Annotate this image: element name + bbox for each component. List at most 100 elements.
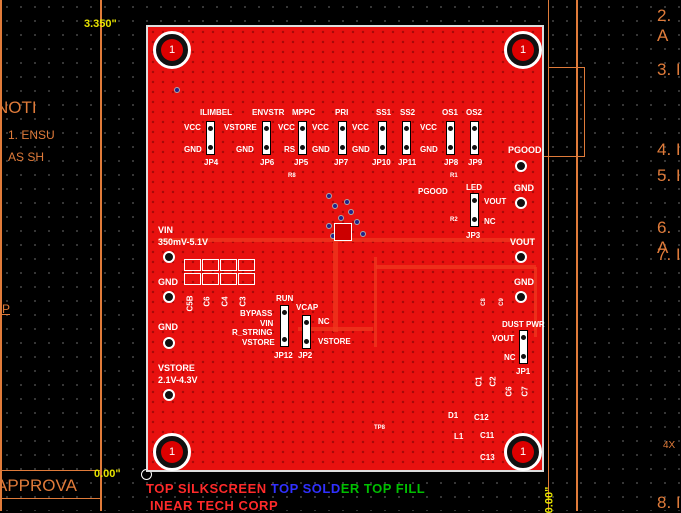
via xyxy=(360,231,366,237)
label-pgood: PGOOD xyxy=(508,145,542,155)
trace-right-lower xyxy=(534,267,537,337)
cap-3b xyxy=(220,273,237,285)
label-vstore-jp2: VSTORE xyxy=(318,337,351,346)
label-run: RUN xyxy=(276,294,294,303)
label-gnd-2: GND xyxy=(236,145,254,154)
ref-jp8: JP8 xyxy=(444,158,459,167)
header-jp1[interactable] xyxy=(519,330,528,364)
ref-jp11: JP11 xyxy=(398,158,417,167)
approval-box-bottom xyxy=(0,498,100,499)
note-r8: 8. I xyxy=(657,493,681,512)
cap-1b xyxy=(184,273,201,285)
jumper-name-pri: PRI xyxy=(335,108,349,117)
label-gnd-5: GND xyxy=(420,145,438,154)
note-r4: 4. I xyxy=(657,140,681,159)
label-gnd-1: GND xyxy=(184,145,202,154)
label-gnd-left-2: GND xyxy=(158,322,178,332)
ref-c12: C12 xyxy=(474,413,489,422)
label-vout-jp1: VOUT xyxy=(492,334,515,343)
testpoint-gnd-right-1[interactable] xyxy=(515,197,527,209)
dim-top: 3.350" xyxy=(84,18,117,30)
ref-jp2: JP2 xyxy=(298,351,313,360)
ref-c1: C1 xyxy=(474,376,484,387)
header-jp9[interactable] xyxy=(470,121,479,155)
jumper-name-envstr: ENVSTR xyxy=(252,108,285,117)
approval-label: APPROVA xyxy=(0,476,77,495)
label-rs: RS xyxy=(284,145,296,154)
label-gnd-right-2: GND xyxy=(514,277,534,287)
header-jp7[interactable] xyxy=(338,121,347,155)
label-vcc-2: VCC xyxy=(278,123,295,132)
note-4x: 4X xyxy=(663,440,676,451)
label-nc-jp3: NC xyxy=(484,217,496,226)
frame-line-left xyxy=(100,0,102,511)
ref-tp8: TP8 xyxy=(374,425,386,431)
bracket-bottom xyxy=(510,156,585,157)
testpoint-gnd-right-2[interactable] xyxy=(515,291,527,303)
header-jp11[interactable] xyxy=(402,121,411,155)
jumper-name-ss1: SS1 xyxy=(376,108,392,117)
header-jp6[interactable] xyxy=(262,121,271,155)
label-vin-jp12: VIN xyxy=(260,319,274,328)
note-r7: 7. I xyxy=(657,245,681,264)
cap-2b xyxy=(202,273,219,285)
cap-4b xyxy=(238,273,255,285)
ref-d1: D1 xyxy=(448,411,459,420)
trace-vout xyxy=(376,265,536,269)
bracket-vertical xyxy=(584,67,585,156)
testpoint-gnd-left-2[interactable] xyxy=(163,337,175,349)
header-jp3[interactable] xyxy=(470,193,479,227)
ref-c13: C13 xyxy=(480,453,495,462)
header-jp5[interactable] xyxy=(298,121,307,155)
label-pgood-small: PGOOD xyxy=(418,187,448,196)
mounting-hole-bottom-right: 1 xyxy=(504,433,542,471)
ref-jp6: JP6 xyxy=(260,158,275,167)
cap-2a xyxy=(202,259,219,271)
label-vstore-top: VSTORE xyxy=(224,123,257,132)
note-r5: 5. I xyxy=(657,166,681,185)
via xyxy=(326,193,332,199)
via xyxy=(332,203,338,209)
testpoint-gnd-left-1[interactable] xyxy=(163,291,175,303)
copper-fill xyxy=(148,27,542,470)
testpoint-vstore[interactable] xyxy=(163,389,175,401)
testpoint-vout[interactable] xyxy=(515,251,527,263)
header-jp12[interactable] xyxy=(280,305,289,347)
label-vout-main: VOUT xyxy=(510,237,536,247)
via xyxy=(344,199,350,205)
label-vout-jp3: VOUT xyxy=(484,197,507,206)
jumper-name-os2: OS2 xyxy=(466,108,483,117)
ref-r1: R1 xyxy=(450,173,458,179)
trace-vstore xyxy=(298,327,373,331)
mounting-hole-bottom-left: 1 xyxy=(153,433,191,471)
label-dual-pwr: DUST PWR xyxy=(502,320,545,329)
header-jp8[interactable] xyxy=(446,121,455,155)
label-vcc-1: VCC xyxy=(184,123,201,132)
ref-c9: C9 xyxy=(498,298,505,306)
ref-c8: C8 xyxy=(480,298,487,306)
testpoint-vin[interactable] xyxy=(163,251,175,263)
ref-c6-right: C6 xyxy=(504,386,514,397)
mounting-hole-top-left: 1 xyxy=(153,31,191,69)
ref-l1: L1 xyxy=(454,432,464,441)
label-vin: VIN xyxy=(158,225,174,235)
label-gnd-left-1: GND xyxy=(158,277,178,287)
trace-center xyxy=(333,232,338,332)
label-vcc-3: VCC xyxy=(312,123,329,132)
testpoint-pgood[interactable] xyxy=(515,160,527,172)
label-vcap: VCAP xyxy=(296,303,319,312)
label-r-string: R_STRING xyxy=(232,328,273,337)
via xyxy=(348,209,354,215)
header-jp4[interactable] xyxy=(206,121,215,155)
ref-c6-left: C6 xyxy=(202,296,212,307)
ref-c7: C7 xyxy=(520,386,530,397)
ref-r8: R8 xyxy=(288,173,296,179)
ref-jp9: JP9 xyxy=(468,158,483,167)
header-jp2[interactable] xyxy=(302,315,311,349)
header-jp10[interactable] xyxy=(378,121,387,155)
via xyxy=(338,215,344,221)
pcb-board[interactable]: 1 1 1 1 ILIMBEL ENVSTR MPPC PRI SS1 SS2 … xyxy=(146,25,545,472)
note-1-cont: AS SH xyxy=(8,150,45,164)
via xyxy=(354,219,360,225)
frame-line-left-outer xyxy=(0,0,2,511)
